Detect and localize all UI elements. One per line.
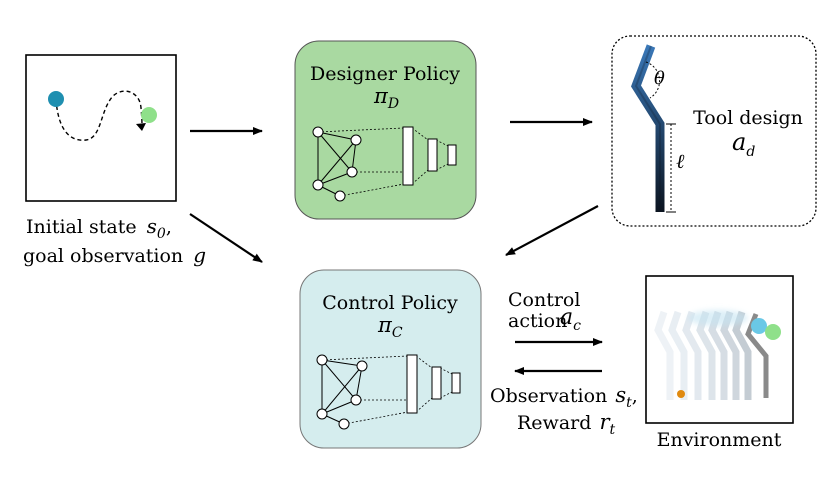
environment-label: Environment xyxy=(657,429,782,451)
length-symbol: ℓ xyxy=(676,149,685,173)
tool-design-label: Tool design xyxy=(693,107,803,129)
initial-state-panel xyxy=(25,54,177,202)
start-dot xyxy=(48,91,64,107)
goal-dot xyxy=(141,107,157,123)
designer-network-icon xyxy=(312,126,457,202)
tool-design-panel: θ ℓ Tool design ad xyxy=(611,35,817,227)
control-policy-symbol: πC xyxy=(377,313,403,341)
env-object-dot xyxy=(677,390,685,398)
control-network-icon xyxy=(316,354,461,430)
control-action-label-line1: Control xyxy=(508,289,580,311)
designer-policy-symbol: πD xyxy=(373,84,399,112)
control-action-math: ac xyxy=(560,305,581,334)
env-goal-dot xyxy=(765,324,781,340)
goal-observation-label: goal observation g xyxy=(23,243,206,267)
control-action-label-line2: action xyxy=(508,310,567,332)
observation-label: Observation st, xyxy=(490,383,638,411)
control-policy-box: Control Policy πC xyxy=(299,269,482,449)
arrow-tool-to-control xyxy=(505,205,599,256)
control-policy-title: Control Policy xyxy=(322,292,458,314)
designer-policy-title: Designer Policy xyxy=(310,63,460,85)
length-bracket xyxy=(666,123,676,213)
angle-symbol: θ xyxy=(654,68,665,89)
initial-state-label: Initial state s0, xyxy=(26,214,172,242)
designer-policy-box: Designer Policy πD xyxy=(294,40,477,220)
arrow-initial-to-control xyxy=(189,213,263,263)
tool-shape xyxy=(631,44,665,212)
reward-label: Reward rt xyxy=(517,410,615,438)
tool-design-math: ad xyxy=(732,128,755,160)
env-ball xyxy=(751,318,767,334)
environment-panel xyxy=(645,275,794,424)
angle-arc xyxy=(645,61,661,99)
